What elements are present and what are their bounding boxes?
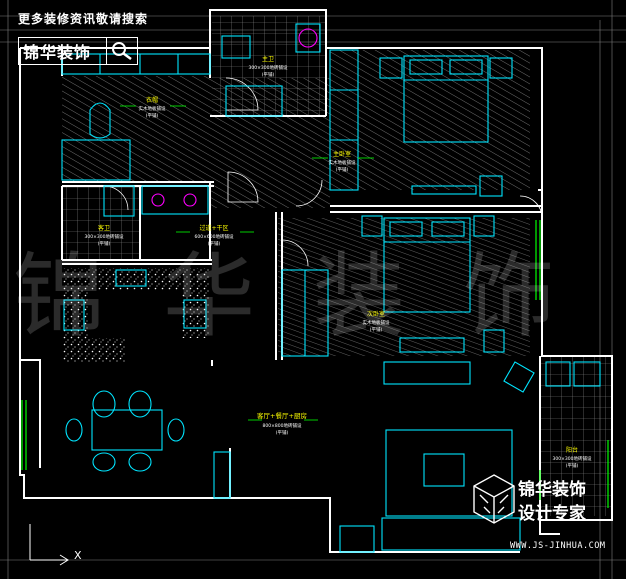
master-bed	[403, 55, 489, 143]
master-bath-floor	[212, 16, 326, 116]
label-leaders	[120, 105, 374, 421]
svg-text:300×300地砖铺设: 300×300地砖铺设	[85, 233, 124, 240]
svg-text:600×600地砖铺设: 600×600地砖铺设	[195, 233, 234, 240]
guest-vanity	[141, 185, 209, 215]
axis-x-label: X	[74, 549, 82, 562]
svg-text:300×300地砖铺设: 300×300地砖铺设	[553, 455, 592, 462]
kitchen-sink	[63, 299, 85, 331]
guest-shower	[103, 185, 135, 217]
search-button[interactable]	[106, 38, 137, 64]
windows	[21, 220, 609, 508]
entry-cabinet	[383, 361, 471, 385]
floor-finishes	[62, 16, 612, 516]
rug	[385, 429, 513, 517]
cloakroom-floor	[62, 76, 210, 182]
room-labels: 主卫 300×300地砖铺设 (平铺) 衣帽 实木地板铺设 (平铺) 主卧室 实…	[85, 55, 592, 469]
guest-bath-floor	[62, 186, 140, 260]
svg-text:(平铺): (平铺)	[98, 240, 111, 247]
second-nightstand-right	[473, 215, 495, 237]
dining-table	[91, 409, 163, 451]
svg-text:实木地板铺设: 实木地板铺设	[329, 159, 356, 166]
logo-search-box: 锦华装饰	[18, 37, 138, 65]
master-wardrobe	[329, 49, 359, 191]
furniture	[61, 23, 601, 553]
second-bed	[383, 217, 471, 313]
balcony-name: 阳台	[566, 446, 578, 454]
master-toilet	[221, 35, 251, 59]
svg-text:(平铺): (平铺)	[276, 429, 289, 436]
cube-logo-icon	[473, 474, 515, 524]
search-icon	[112, 42, 132, 61]
search-prompt-text: 更多装修资讯敬请搜索	[18, 12, 149, 26]
balcony-sink	[573, 361, 601, 387]
kitchen-counter	[62, 268, 210, 290]
brand-subtitle: 设计专家	[518, 504, 586, 524]
kitchen-counter-right	[182, 290, 210, 338]
coffee-table	[423, 453, 465, 487]
shower-tray	[225, 85, 283, 117]
axis-arrow	[29, 524, 69, 566]
svg-text:(平铺): (平铺)	[566, 462, 579, 469]
master-side-table	[479, 175, 503, 197]
master-basin	[298, 28, 318, 48]
brand-logo: 锦华装饰 设计专家 WWW.JS-JINHUA.COM	[466, 473, 608, 557]
master-bath-name: 主卫	[262, 55, 274, 63]
second-bedroom-floor	[278, 218, 530, 356]
washer	[545, 361, 571, 387]
hallway-name: 过道+干区	[199, 224, 228, 232]
second-side	[483, 329, 505, 353]
master-bedroom-name: 主卧室	[333, 150, 351, 158]
second-bedroom-name: 次卧室	[367, 310, 385, 318]
sofa	[381, 517, 521, 551]
living-name: 客厅+餐厅+厨房	[257, 411, 307, 420]
master-nightstand-right	[489, 57, 513, 79]
tv-cabinet-master	[411, 185, 477, 195]
logo-text: 锦华装饰	[23, 43, 92, 62]
master-bedroom-floor	[330, 50, 530, 190]
cloakroom-cabinet	[61, 139, 131, 181]
armchair	[503, 361, 535, 393]
tv-stand	[339, 525, 375, 553]
svg-text:(平铺): (平铺)	[146, 112, 159, 119]
master-bath-vanity	[295, 23, 321, 53]
guest-bath-name: 客卫	[98, 224, 110, 232]
shoe-cabinet	[213, 451, 231, 499]
brand-url[interactable]: WWW.JS-JINHUA.COM	[510, 541, 606, 551]
svg-text:(平铺): (平铺)	[262, 71, 275, 78]
fridge	[183, 299, 207, 329]
svg-text:800×800地砖铺设: 800×800地砖铺设	[263, 422, 302, 429]
brand-name: 锦华装饰	[518, 480, 586, 500]
master-nightstand-left	[379, 57, 403, 79]
svg-text:(平铺): (平铺)	[208, 240, 221, 247]
svg-text:实木地板铺设: 实木地板铺设	[139, 105, 166, 112]
svg-text:(平铺): (平铺)	[336, 166, 349, 173]
second-desk	[399, 337, 465, 353]
cloakroom-name: 衣帽	[146, 96, 158, 104]
svg-text:实木地板铺设: 实木地板铺设	[363, 319, 390, 326]
svg-text:(平铺): (平铺)	[370, 326, 383, 333]
svg-text:300×300地砖铺设: 300×300地砖铺设	[249, 64, 288, 71]
stove	[115, 269, 147, 287]
kitchen-counter-bottom	[88, 338, 126, 362]
second-nightstand-left	[361, 215, 383, 237]
